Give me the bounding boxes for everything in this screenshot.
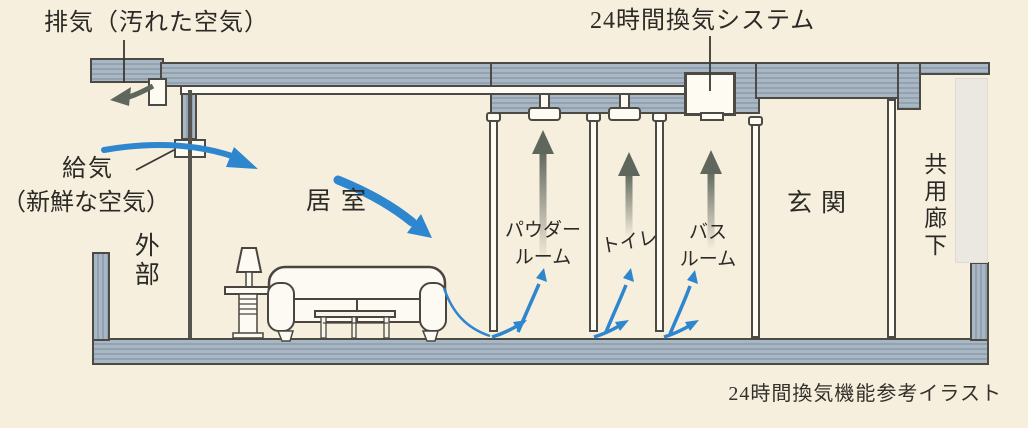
coffee-table	[314, 310, 396, 339]
caption: 24時間換気機能参考イラスト	[728, 383, 1002, 405]
ventilation-unit-notch	[700, 112, 724, 121]
rising-arrow-bathroom	[668, 270, 698, 335]
exhaust-duct-outlet	[148, 78, 167, 106]
room-label-powder: パウダー ルーム	[497, 218, 589, 271]
room-label-bath: バス ルーム	[662, 220, 754, 273]
ceiling-living	[160, 62, 498, 87]
room-label-powder-line2: ルーム	[514, 246, 572, 268]
side-table	[224, 286, 273, 339]
entrance-door	[955, 78, 988, 263]
undercut-arrow-bathroom	[663, 320, 699, 339]
wall-entrance-corridor	[887, 99, 896, 338]
rising-arrow-toilet	[604, 268, 634, 333]
floor-air-trail	[442, 287, 491, 338]
partition-powder-toilet	[589, 114, 598, 332]
room-label-bath-line1: バス	[688, 222, 727, 243]
floor-lamp	[235, 247, 263, 289]
room-label-exterior: 外部	[131, 232, 159, 290]
wall-cap	[586, 112, 601, 122]
room-label-toilet: トイレ	[599, 227, 660, 258]
ceiling-entrance	[755, 62, 900, 99]
ceiling-corridor	[919, 62, 990, 75]
wall-cap	[652, 112, 667, 122]
corridor-outer-wall	[970, 262, 989, 341]
sofa	[267, 265, 447, 342]
supply-label-line2: （新鮮な空気）	[2, 190, 170, 216]
floor-slab	[92, 338, 989, 365]
living-outer-wall	[188, 90, 192, 338]
up-arrow-toilet	[618, 152, 640, 238]
supply-label-leader-line	[135, 149, 175, 171]
exhaust-outside-arrow	[110, 83, 155, 106]
wall-cap	[486, 112, 501, 122]
ceiling-vent-powder	[528, 107, 561, 121]
ceiling-vent-toilet	[608, 107, 641, 121]
room-label-bath-line2: ルーム	[679, 248, 737, 270]
room-label-entrance: 玄関	[787, 190, 856, 217]
rising-arrow-powder	[516, 268, 547, 333]
system-label: 24時間換気システム	[590, 8, 816, 34]
exhaust-label: 排気（汚れた空気）	[44, 10, 269, 36]
room-label-corridor: 共用廊下	[920, 152, 946, 260]
supply-label-line1: 給気	[62, 156, 114, 182]
room-label-powder-line1: パウダー	[504, 220, 581, 241]
room-label-living: 居室	[306, 188, 377, 215]
undercut-arrow-toilet	[593, 320, 629, 339]
ventilation-unit	[684, 72, 736, 116]
exterior-top-slab	[90, 58, 164, 83]
ceiling-beam-corridor	[897, 62, 921, 110]
ceiling-duct-channel	[180, 85, 692, 95]
balcony-parapet-wall	[92, 252, 110, 341]
wall-cap	[748, 116, 763, 126]
